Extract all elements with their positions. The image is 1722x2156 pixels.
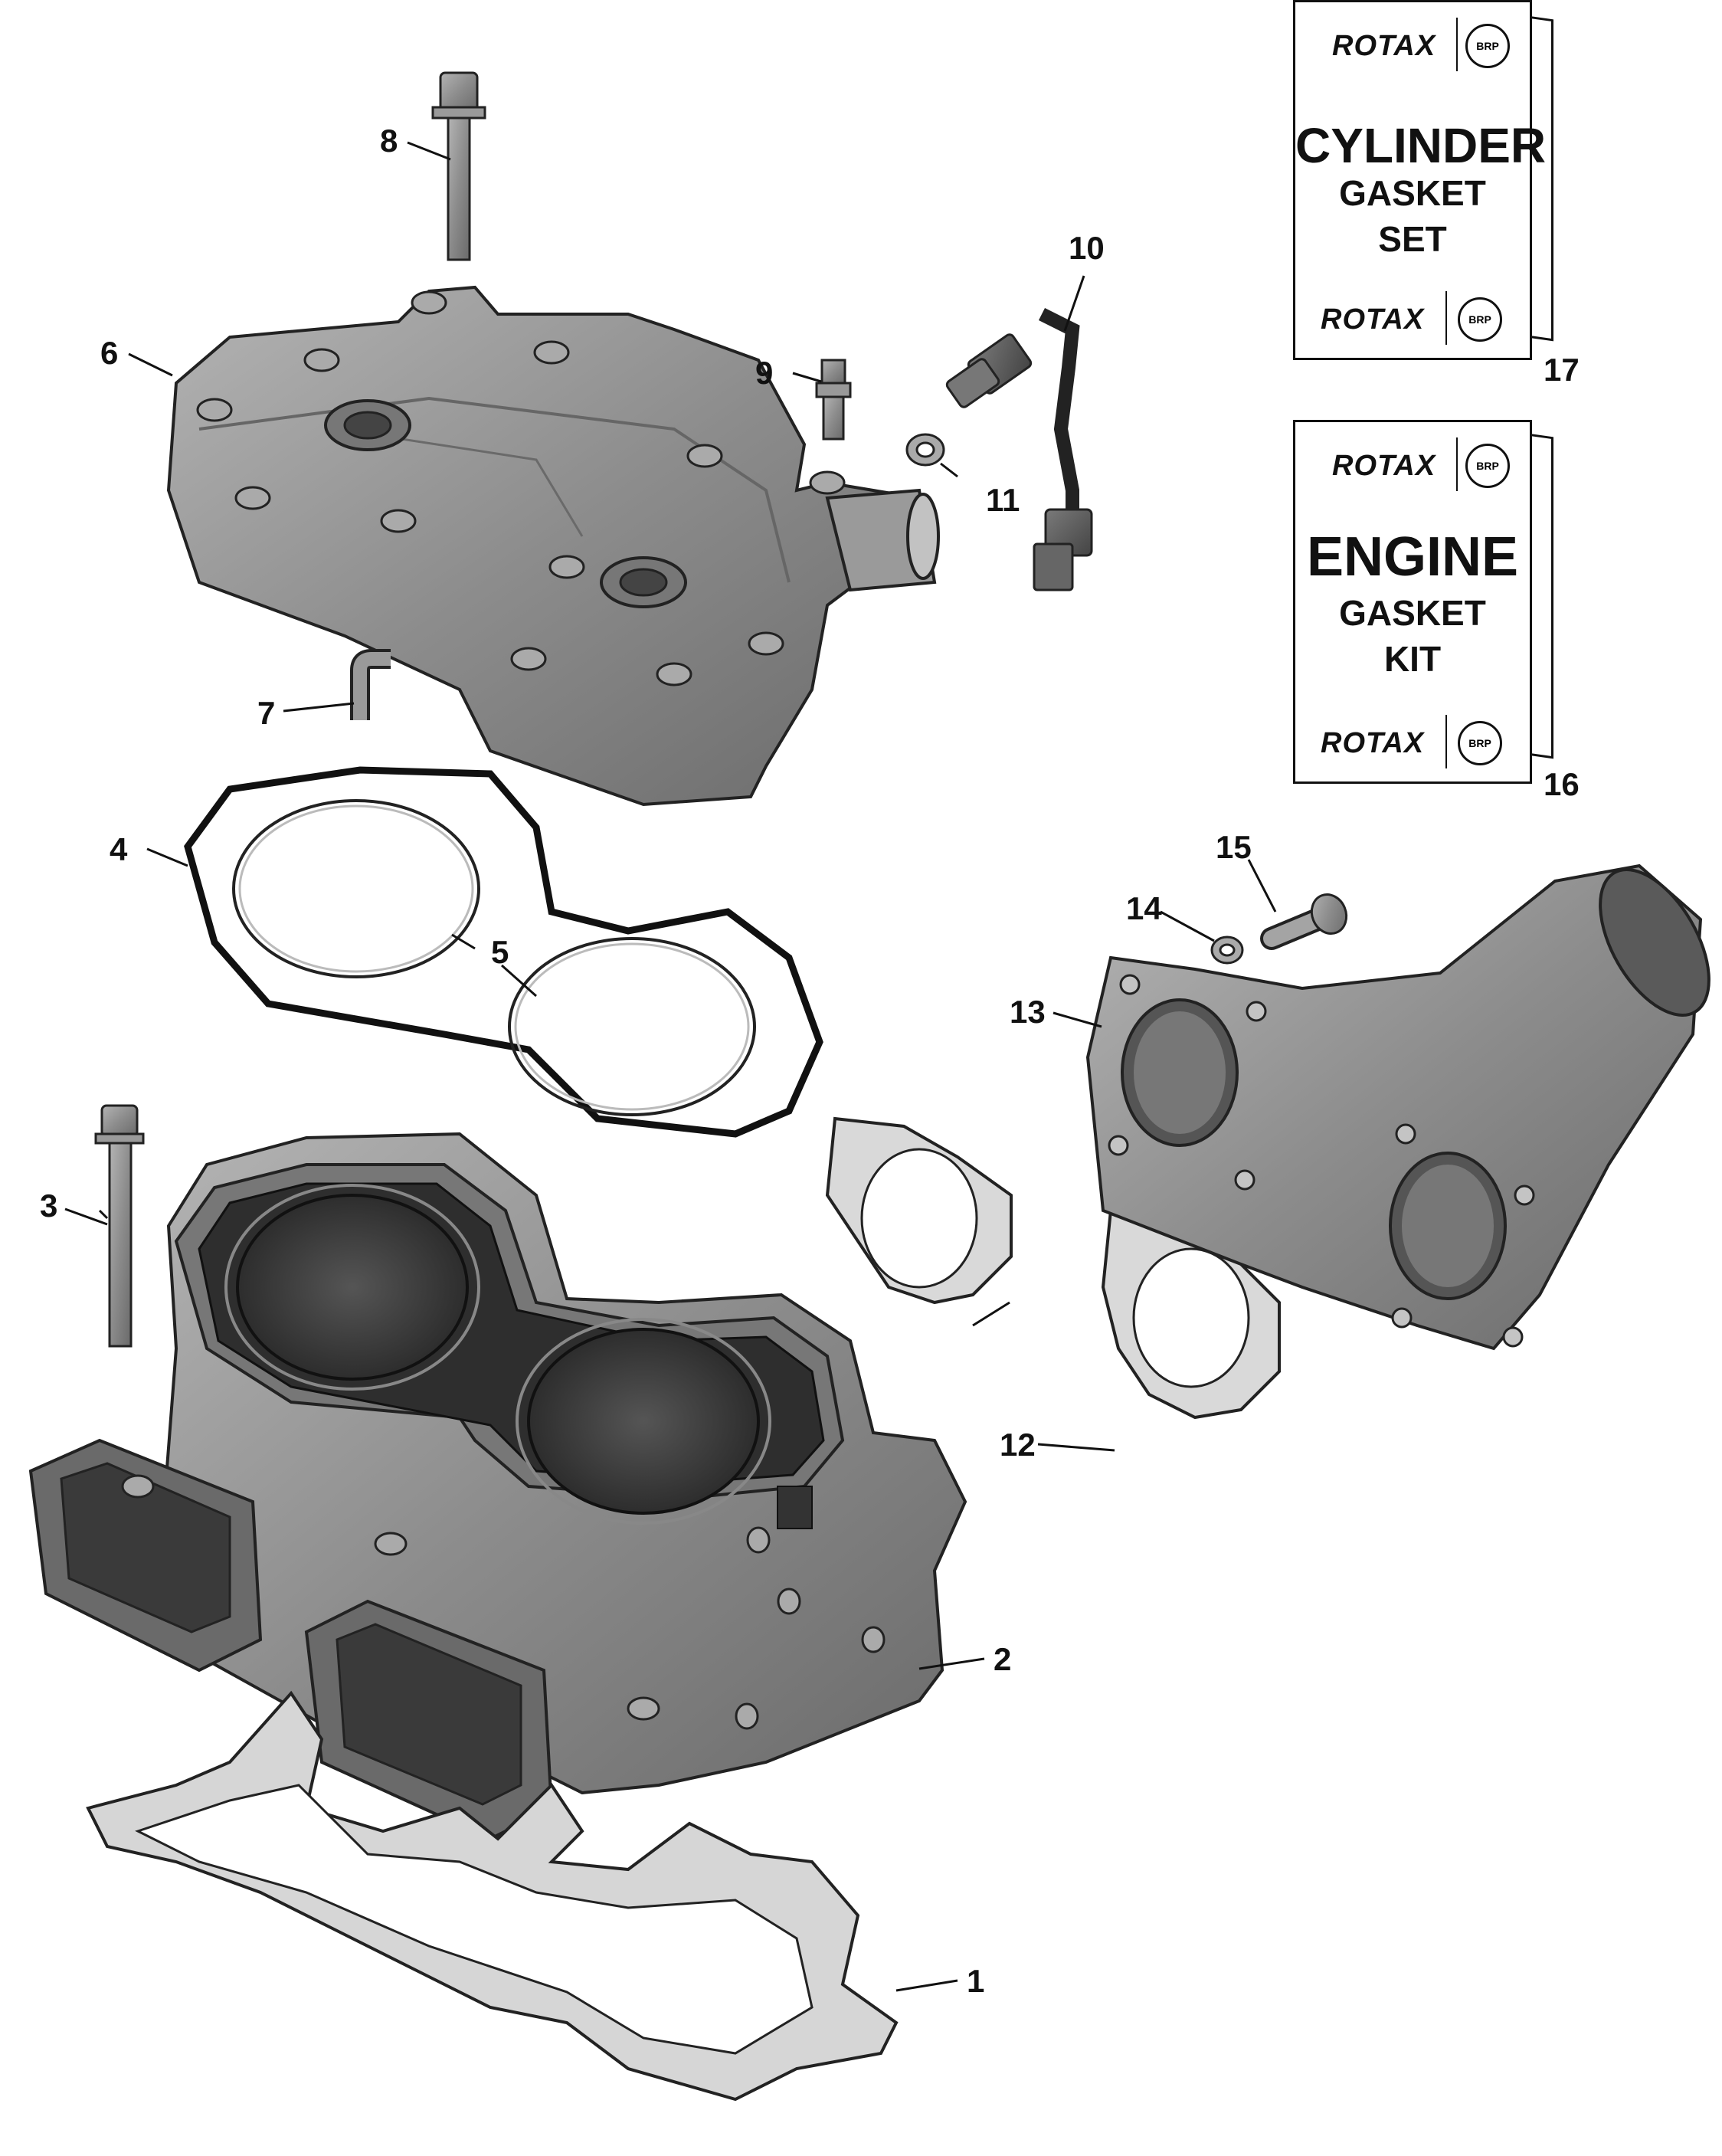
cylinder-gasket-set-kit-17: ROTAX BRP CYLINDER GASKET SET ROTAX BRP — [1293, 0, 1547, 360]
washer-part-11 — [905, 433, 945, 467]
fitting-part-9 — [815, 359, 852, 441]
callout-2: 2 — [994, 1641, 1012, 1677]
rotax-logo: ROTAX — [1321, 303, 1425, 336]
callout-5: 5 — [491, 934, 509, 970]
callout-17: 17 — [1544, 352, 1580, 388]
base-gasket-part-1 — [86, 1690, 899, 2102]
rotax-logo: ROTAX — [1332, 450, 1436, 482]
rotax-logo: ROTAX — [1321, 727, 1425, 759]
kit-16-title-line2: GASKET — [1339, 593, 1486, 633]
cylinder-head-part-6 — [166, 285, 940, 807]
leader-lines — [64, 141, 1277, 1992]
kit-16-top-brand: ROTAX BRP — [1295, 436, 1530, 497]
callout-4: 4 — [110, 831, 128, 867]
callout-16: 16 — [1544, 766, 1580, 802]
sensor-part-10 — [945, 307, 1093, 591]
callout-13: 13 — [1010, 994, 1046, 1030]
o-rings-part-5 — [232, 799, 756, 1116]
brp-logo: BRP — [1465, 24, 1510, 68]
kit-16-title-line1: ENGINE — [1306, 526, 1519, 588]
callout-15: 15 — [1216, 829, 1252, 865]
kit-17-title-line3: SET — [1378, 219, 1447, 259]
callout-11: 11 — [986, 482, 1020, 518]
bolt-part-8 — [431, 71, 486, 261]
kit-16-bottom-brand: ROTAX BRP — [1295, 713, 1530, 775]
exhaust-manifold-part-13 — [1085, 863, 1711, 1351]
callout-10: 10 — [1069, 230, 1105, 266]
callout-6: 6 — [100, 335, 119, 371]
cylinder-block-part-2 — [28, 1132, 967, 1841]
engine-gasket-kit-16: ROTAX BRP ENGINE GASKET KIT ROTAX BRP — [1293, 420, 1532, 784]
callout-1: 1 — [967, 1963, 985, 1999]
callout-9: 9 — [755, 355, 774, 391]
callout-14: 14 — [1126, 890, 1162, 926]
bolt-part-15 — [1260, 893, 1348, 950]
elbow-part-7 — [350, 649, 391, 720]
kit-17-title-line2: GASKET — [1339, 173, 1486, 213]
callout-8: 8 — [380, 123, 398, 159]
callout-12: 12 — [1000, 1427, 1036, 1463]
brp-logo: BRP — [1458, 297, 1502, 342]
kit-16-title-line3: KIT — [1383, 639, 1442, 679]
bolt-part-3 — [94, 1104, 145, 1348]
brp-logo: BRP — [1465, 444, 1510, 488]
brp-logo: BRP — [1458, 721, 1502, 765]
kit-17-top-brand: ROTAX BRP — [1295, 16, 1530, 77]
rotax-logo: ROTAX — [1332, 30, 1436, 62]
kit-17-title-line1: CYLINDER — [1295, 118, 1547, 173]
kit-17-bottom-brand: ROTAX BRP — [1295, 290, 1530, 351]
head-gasket-part-4 — [184, 766, 823, 1138]
washer-part-14 — [1210, 935, 1244, 965]
callout-3: 3 — [40, 1188, 58, 1224]
callout-7: 7 — [257, 695, 276, 731]
